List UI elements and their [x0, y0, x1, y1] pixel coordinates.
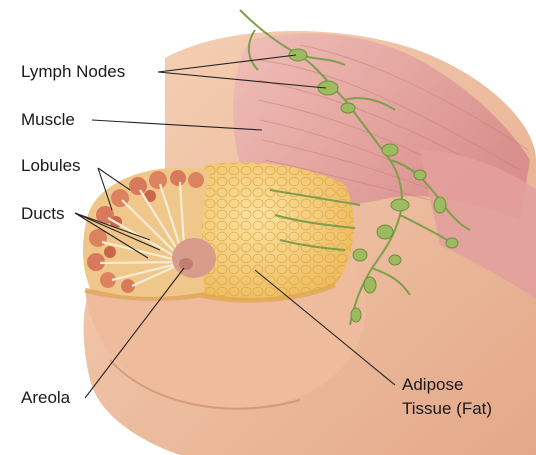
label-adipose-line1: Adipose	[402, 375, 463, 395]
areola-shape	[172, 238, 216, 278]
nipple	[179, 258, 193, 270]
label-areola: Areola	[21, 388, 70, 408]
label-adipose-line2: Tissue (Fat)	[402, 399, 492, 419]
label-lobules: Lobules	[21, 156, 81, 176]
label-lymph-nodes: Lymph Nodes	[21, 62, 125, 82]
label-ducts: Ducts	[21, 204, 64, 224]
label-muscle: Muscle	[21, 110, 75, 130]
